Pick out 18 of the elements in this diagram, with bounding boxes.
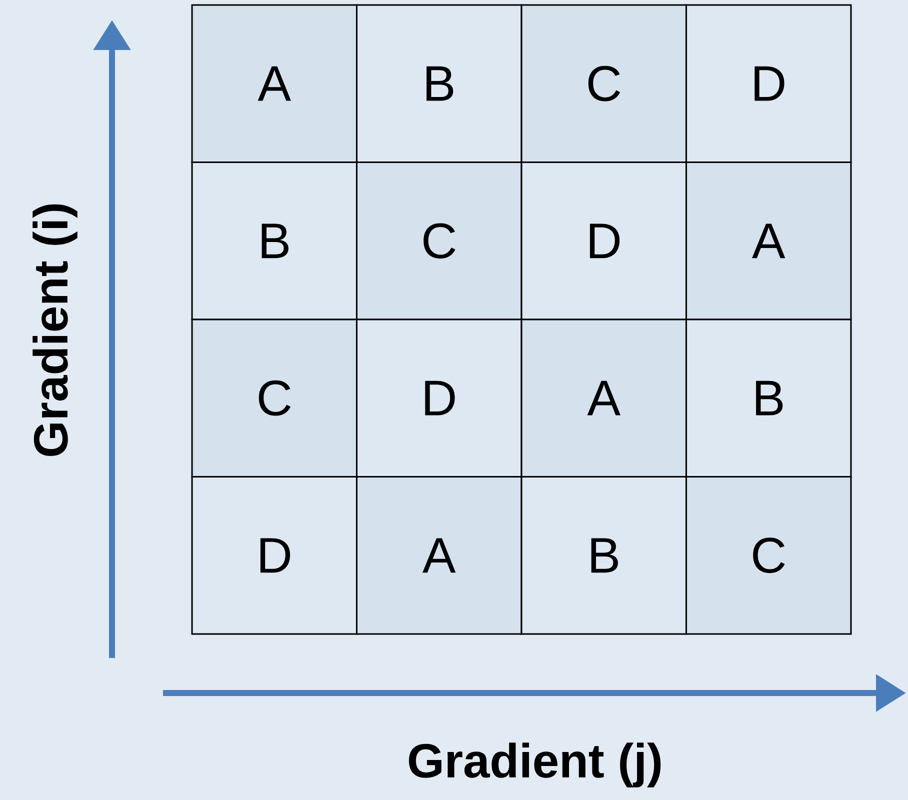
table-cell: A: [356, 476, 522, 635]
axis-title: Gradient (i): [32, 204, 78, 456]
table-cell: C: [356, 162, 522, 320]
axis-title: Gradient (j): [408, 742, 661, 788]
table-cell: B: [685, 318, 852, 478]
table-cell: C: [685, 476, 852, 635]
table-cell: A: [191, 4, 358, 163]
table-cell: C: [191, 318, 358, 478]
table-cell: D: [191, 476, 358, 635]
table-cell: C: [520, 4, 688, 163]
table-cell: B: [191, 162, 358, 320]
table-cell: A: [520, 318, 688, 478]
table-cell: B: [356, 4, 522, 163]
table-cell: A: [685, 162, 852, 320]
table-cell: B: [520, 476, 688, 635]
table-cell: D: [356, 318, 522, 478]
table-cell: D: [685, 4, 852, 163]
table-cell: D: [520, 162, 688, 320]
